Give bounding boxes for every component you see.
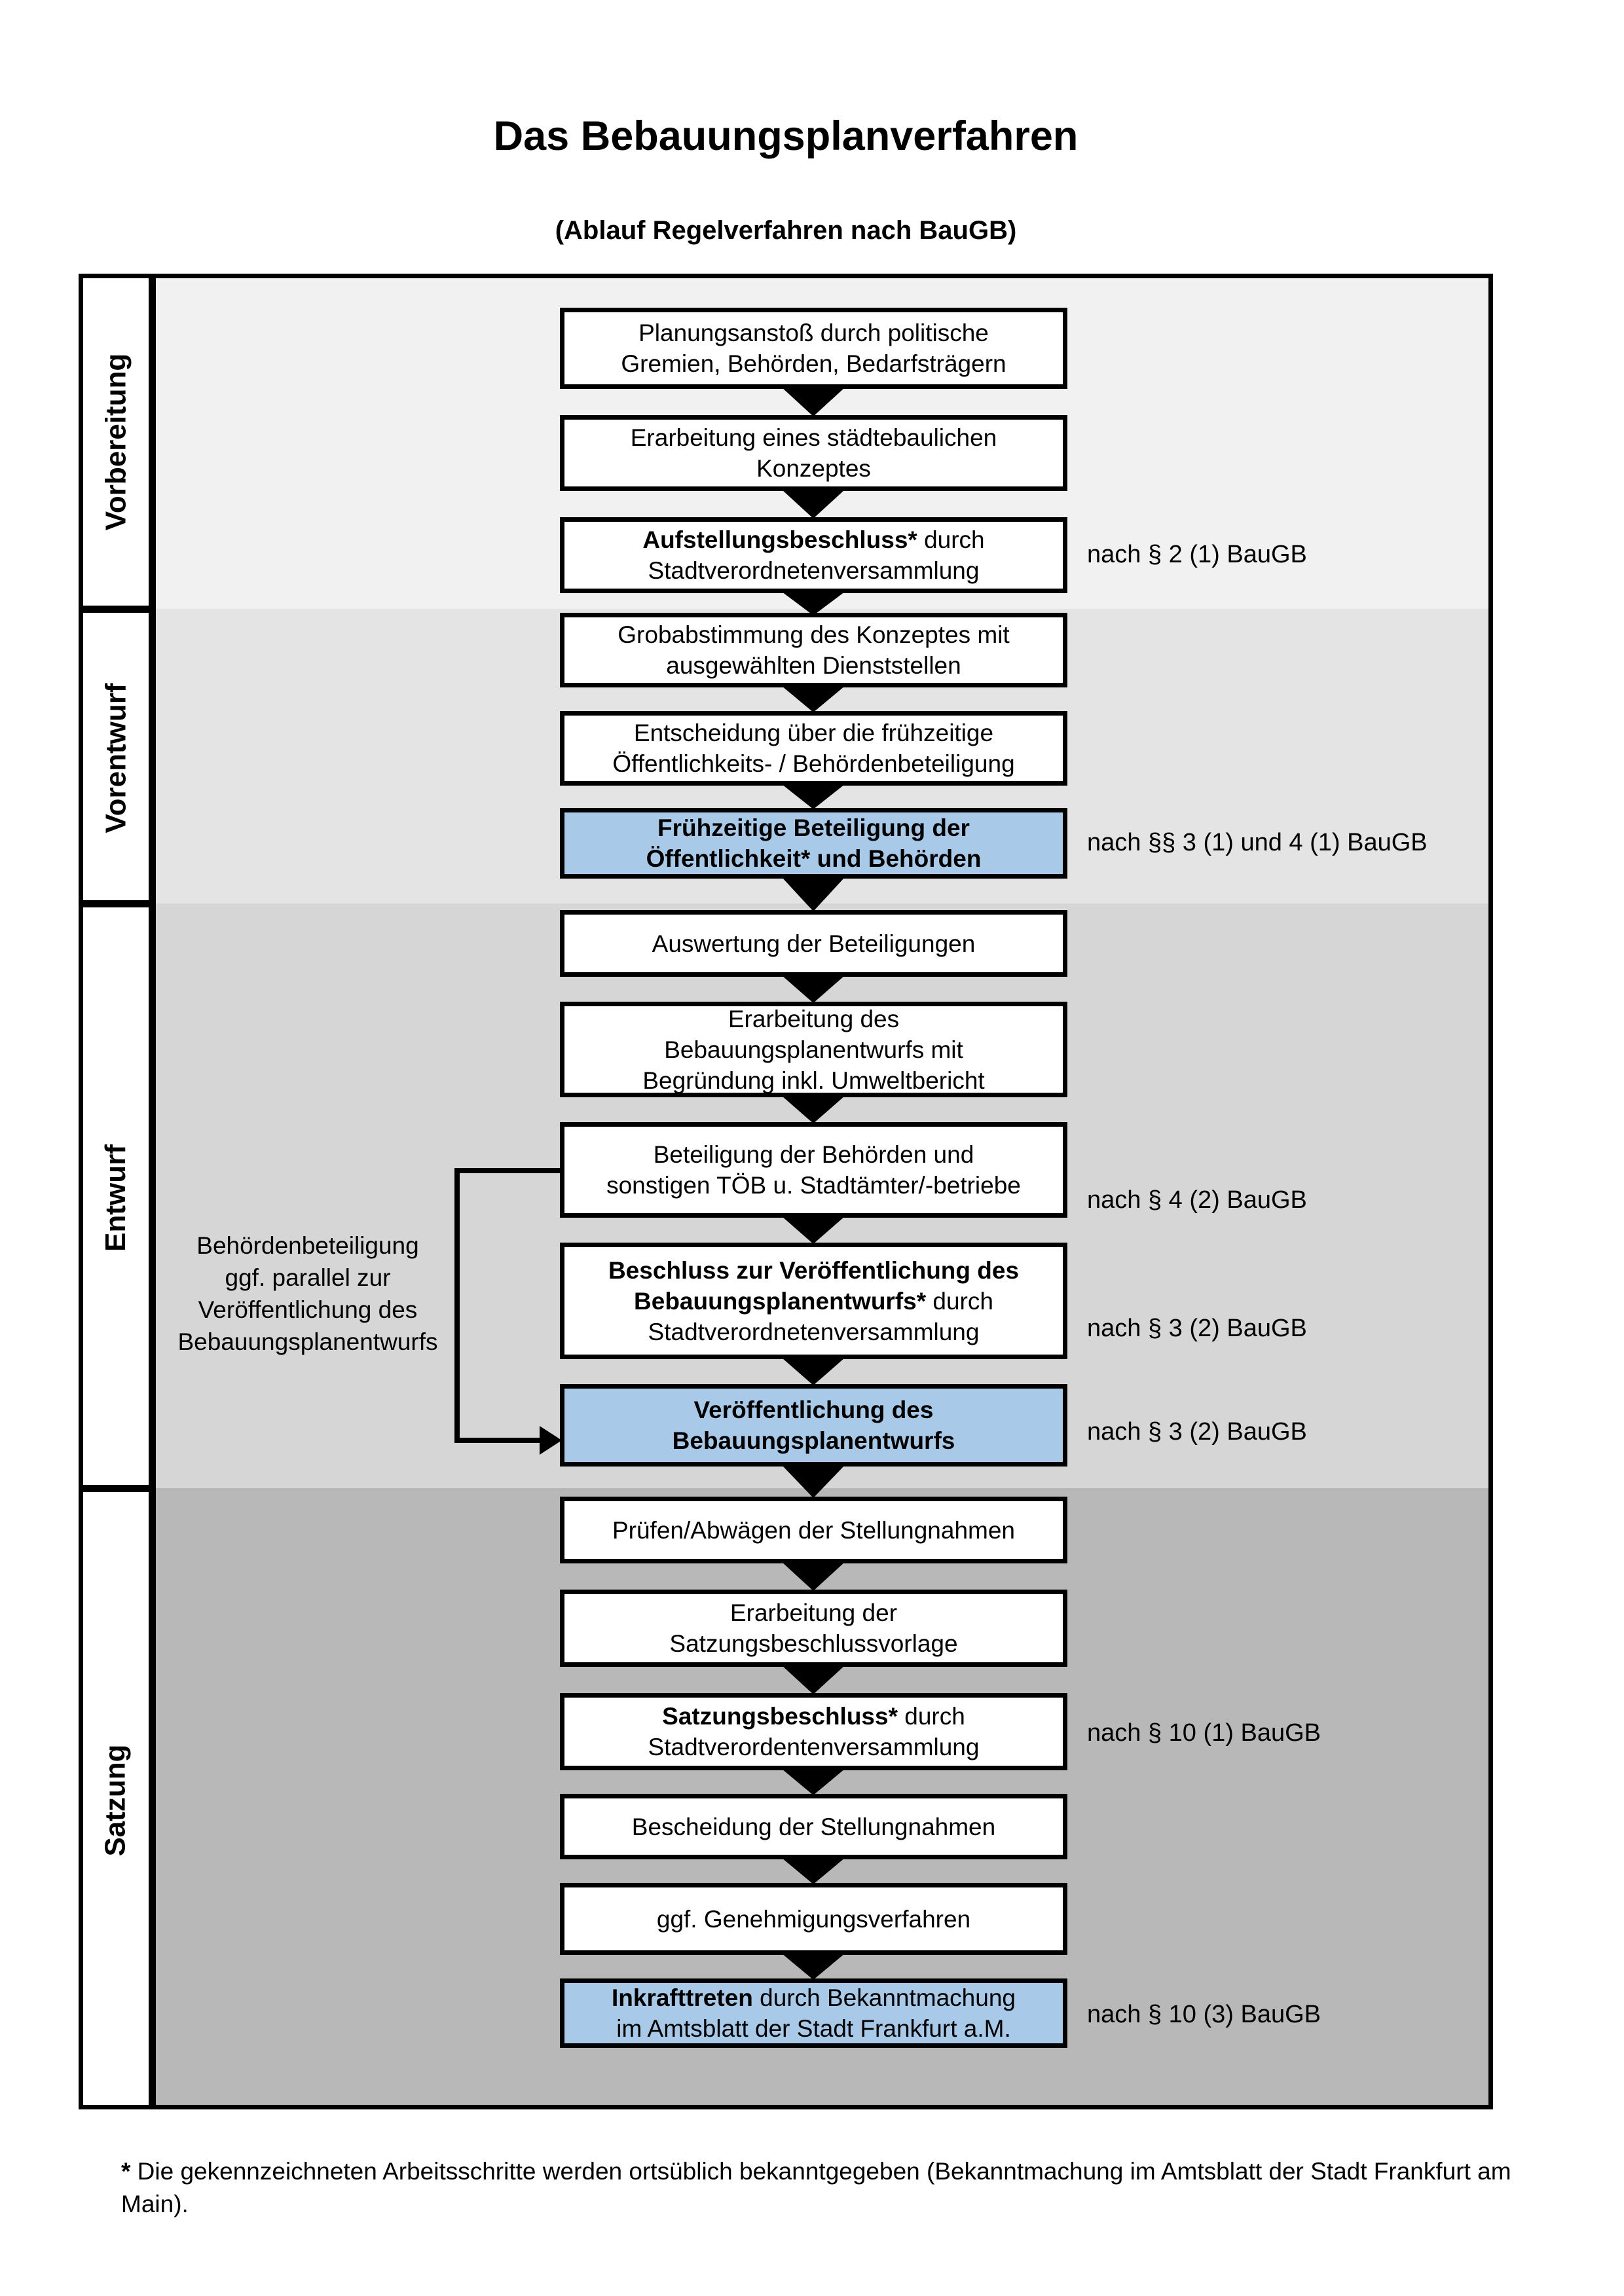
legal-reference: nach § 2 (1) BauGB bbox=[1087, 541, 1307, 568]
flow-step-line: Bebauungsplanentwurfs* durch bbox=[634, 1287, 993, 1315]
flow-step-line: ausgewählten Dienststellen bbox=[666, 652, 961, 679]
flow-step: Inkrafttreten durch Bekanntmachung im Amt… bbox=[560, 1978, 1067, 2048]
flow-step: Grobabstimmung des Konzeptes mit ausgewäh… bbox=[560, 613, 1067, 687]
bracket-arrowhead-icon bbox=[540, 1426, 562, 1455]
flow-step-line: Grobabstimmung des Konzeptes mit bbox=[618, 621, 1010, 648]
legal-reference: nach § 10 (3) BauGB bbox=[1087, 2001, 1321, 2028]
flow-step: Beteiligung der Behörden und sonstigen TÖ… bbox=[560, 1122, 1067, 1218]
down-arrow-icon bbox=[782, 784, 845, 809]
phase-separator bbox=[83, 900, 156, 907]
phase-separator bbox=[83, 1485, 156, 1492]
flow-step-line: ggf. Genehmigungsverfahren bbox=[656, 1905, 971, 1933]
down-arrow-icon bbox=[782, 1666, 845, 1694]
flow-step-line: Auswertung der Beteiligungen bbox=[652, 930, 976, 957]
flow-step: Auswertung der Beteiligungen bbox=[560, 910, 1067, 977]
flow-step-line: Prüfen/Abwägen der Stellungnahmen bbox=[612, 1516, 1016, 1544]
flow-step-line: Erarbeitung des bbox=[728, 1005, 900, 1032]
parallel-annotation-line: Behördenbeteiligung bbox=[196, 1232, 419, 1259]
legal-reference: nach § 3 (2) BauGB bbox=[1087, 1418, 1307, 1446]
flow-step-line: im Amtsblatt der Stadt Frankfurt a.M. bbox=[616, 2015, 1011, 2042]
down-arrow-icon bbox=[782, 592, 845, 615]
parallel-annotation-line: Veröffentlichung des bbox=[198, 1296, 418, 1323]
flow-step-line: Öffentlichkeits- / Behördenbeteiligung bbox=[612, 750, 1015, 777]
parallel-annotation-line: Bebauungsplanentwurfs bbox=[177, 1328, 438, 1355]
flow-step-line: Aufstellungsbeschluss* durch bbox=[642, 526, 985, 553]
down-arrow-icon bbox=[782, 1216, 845, 1244]
down-arrow-icon bbox=[782, 877, 845, 911]
flow-step-line: Inkrafttreten durch Bekanntmachung bbox=[612, 1984, 1016, 2011]
flow-step: ggf. Genehmigungsverfahren bbox=[560, 1883, 1067, 1955]
flow-step-line: Gremien, Behörden, Bedarfsträgern bbox=[621, 350, 1006, 377]
down-arrow-icon bbox=[782, 1096, 845, 1123]
flow-step-line: Frühzeitige Beteiligung der bbox=[657, 814, 970, 841]
flow-step-line: Erarbeitung der bbox=[729, 1599, 898, 1626]
flow-step-line: Erarbeitung eines städtebaulichen bbox=[630, 424, 997, 451]
phase-label-text: Satzung bbox=[100, 1743, 132, 1857]
phase-column-divider bbox=[149, 278, 156, 2105]
down-arrow-icon bbox=[782, 1954, 845, 1980]
flow-step-line: Konzeptes bbox=[756, 455, 871, 482]
legal-reference: nach § 10 (1) BauGB bbox=[1087, 1719, 1321, 1747]
down-arrow-icon bbox=[782, 1769, 845, 1795]
flow-step: Bescheidung der Stellungnahmen bbox=[560, 1794, 1067, 1859]
page-subtitle: (Ablauf Regelverfahren nach BauGB) bbox=[555, 216, 1017, 245]
legal-reference: nach §§ 3 (1) und 4 (1) BauGB bbox=[1087, 829, 1428, 856]
flow-step-line: Bescheidung der Stellungnahmen bbox=[631, 1813, 996, 1840]
legal-reference: nach § 3 (2) BauGB bbox=[1087, 1315, 1307, 1342]
flow-step-line: Stadtverordnetenversammlung bbox=[648, 557, 980, 584]
phase-label-text: Vorbereitung bbox=[100, 353, 132, 531]
phase-label-text: Entwurf bbox=[100, 1144, 132, 1252]
down-arrow-icon bbox=[782, 1858, 845, 1884]
phase-label-vorbereitung: Vorbereitung bbox=[83, 278, 149, 606]
down-arrow-icon bbox=[782, 490, 845, 519]
flow-step-line: Entscheidung über die frühzeitige bbox=[633, 720, 994, 746]
flow-step-line: Satzungsbeschluss* durch bbox=[662, 1703, 965, 1730]
phase-label-vorentwurf: Vorentwurf bbox=[83, 616, 149, 900]
footnote-text: Die gekennzeichneten Arbeitsschritte wer… bbox=[121, 2158, 1511, 2217]
flow-step-line: Beschluss zur Veröffentlichung des bbox=[608, 1256, 1020, 1284]
down-arrow-icon bbox=[782, 388, 845, 416]
flow-step-line: Öffentlichkeit* und Behörden bbox=[646, 845, 982, 872]
phase-column bbox=[83, 278, 149, 2105]
flow-step-line: Begründung inkl. Umweltbericht bbox=[642, 1066, 985, 1094]
footnote-marker: * bbox=[121, 2158, 131, 2185]
flow-step-line: Planungsanstoß durch politische bbox=[638, 319, 989, 346]
phase-separator bbox=[83, 606, 156, 613]
phase-label-text: Vorentwurf bbox=[100, 683, 132, 833]
down-arrow-icon bbox=[782, 1358, 845, 1385]
bracket-connector-top bbox=[454, 1168, 561, 1173]
phase-label-entwurf: Entwurf bbox=[83, 911, 149, 1485]
flow-step-line: Bebauungsplanentwurfs mit bbox=[664, 1036, 963, 1063]
flow-step-line: sonstigen TÖB u. Stadtämter/-betriebe bbox=[606, 1172, 1021, 1199]
down-arrow-icon bbox=[782, 686, 845, 712]
flow-step-line: Satzungsbeschlussvorlage bbox=[669, 1630, 958, 1657]
bracket-connector-vertical bbox=[454, 1168, 460, 1443]
down-arrow-icon bbox=[782, 1465, 845, 1498]
page-title: Das Bebauungsplanverfahren bbox=[493, 113, 1079, 159]
down-arrow-icon bbox=[782, 975, 845, 1003]
flow-step-line: Beteiligung der Behörden und bbox=[653, 1141, 974, 1168]
footnote: * Die gekennzeichneten Arbeitsschritte w… bbox=[121, 2155, 1516, 2221]
down-arrow-icon bbox=[782, 1562, 845, 1591]
parallel-annotation-line: ggf. parallel zur bbox=[225, 1264, 391, 1291]
flow-step-line: Stadtverordnetenversammlung bbox=[648, 1318, 980, 1345]
bracket-connector-bottom bbox=[454, 1438, 544, 1443]
flow-step: Prüfen/Abwägen der Stellungnahmen bbox=[560, 1497, 1067, 1563]
flow-step-line: Bebauungsplanentwurfs bbox=[672, 1427, 955, 1454]
phase-label-satzung: Satzung bbox=[83, 1495, 149, 2105]
legal-reference: nach § 4 (2) BauGB bbox=[1087, 1186, 1307, 1214]
flow-step-line: Veröffentlichung des bbox=[693, 1396, 934, 1423]
flow-step-line: Stadtverordentenversammlung bbox=[648, 1734, 980, 1760]
